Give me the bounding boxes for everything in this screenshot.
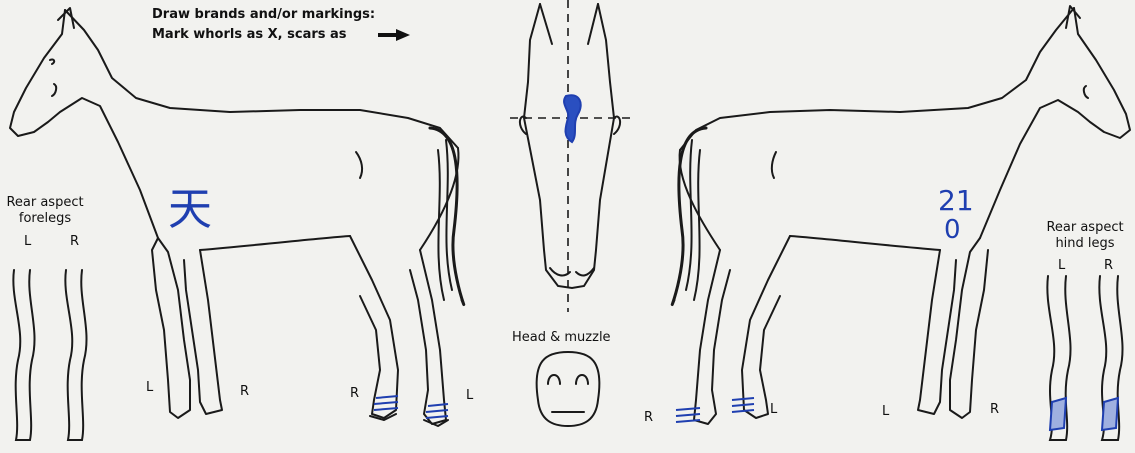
rear-hind-legs-left-label: L: [1058, 258, 1065, 274]
right-horse-leg-L-front: L: [882, 404, 889, 420]
rear-forelegs-view: [13, 270, 86, 440]
brand-right-horse-top: 21: [938, 186, 974, 216]
rear-forelegs-title: Rear aspect forelegs: [2, 195, 88, 227]
brand-right-horse-bottom: 0: [944, 216, 961, 244]
left-horse-leg-L: L: [146, 380, 153, 396]
left-horse-leg-R-hind: R: [350, 386, 359, 402]
center-R-label: R: [644, 410, 653, 426]
rear-forelegs-left-label: L: [24, 234, 31, 250]
rear-hind-legs-markings: [1050, 398, 1118, 430]
right-horse-leg-L-hind: L: [770, 402, 777, 418]
left-horse-leg-markings: [374, 396, 448, 418]
head-guide-lines: [510, 0, 630, 312]
brand-left-horse: 天: [168, 186, 212, 234]
head-front-view: [520, 4, 620, 288]
muzzle-view: [537, 352, 600, 426]
right-horse-leg-R-front: R: [990, 402, 999, 418]
rear-hind-legs-right-label: R: [1104, 258, 1113, 274]
head-muzzle-label: Head & muzzle: [512, 330, 611, 346]
left-horse-leg-L-hind: L: [466, 388, 473, 404]
scar-arrow-icon: [378, 29, 410, 41]
right-horse-outline: [672, 6, 1130, 424]
left-horse-leg-R-front: R: [240, 384, 249, 400]
rear-hind-legs-title: Rear aspect hind legs: [1036, 220, 1134, 252]
rear-forelegs-right-label: R: [70, 234, 79, 250]
